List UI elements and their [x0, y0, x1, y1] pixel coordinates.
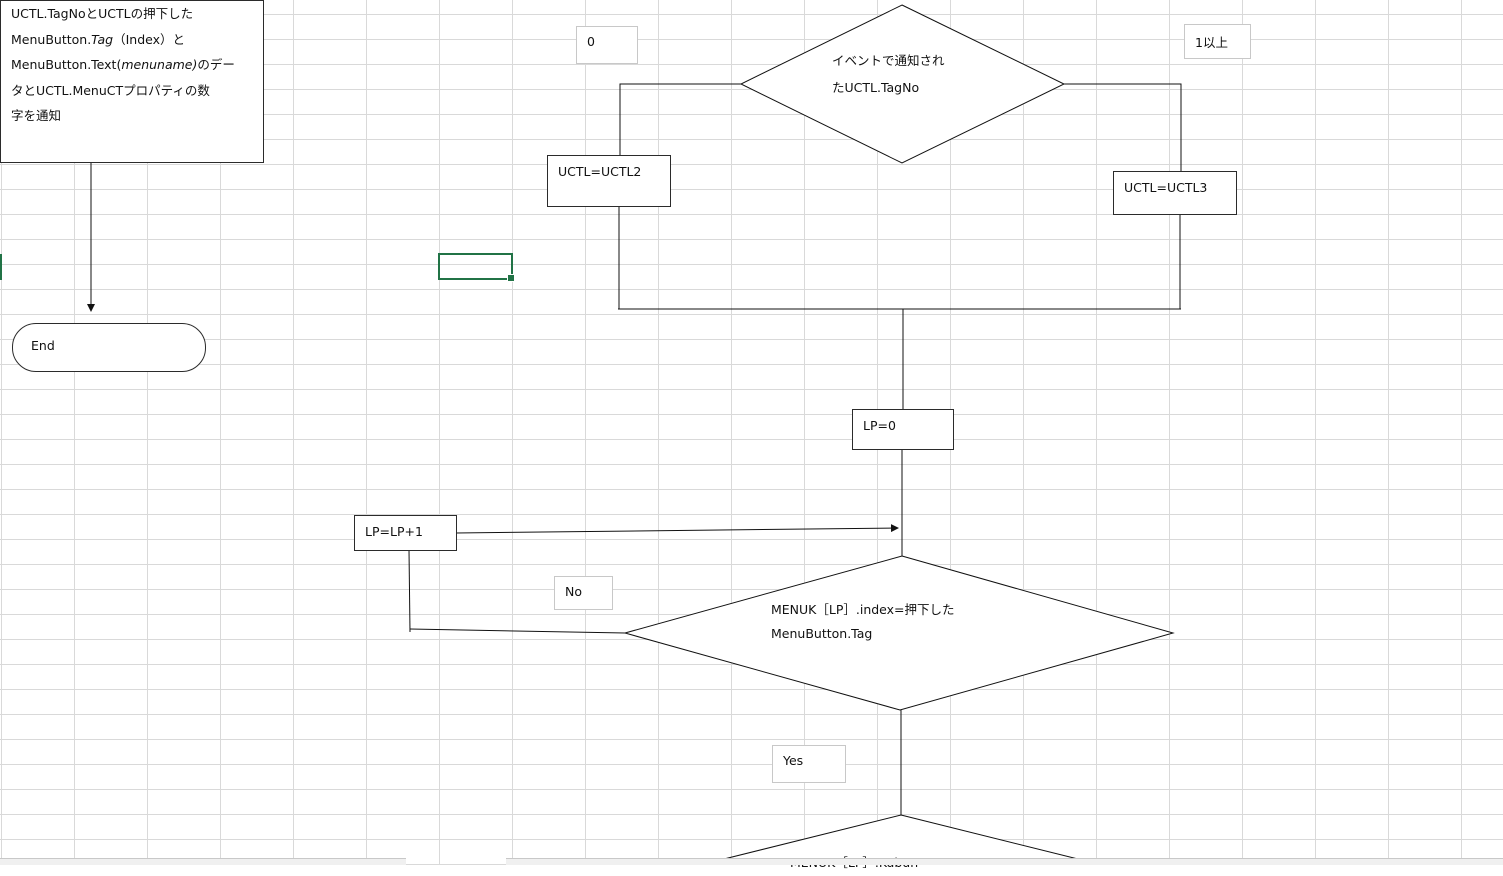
branch-label-zero[interactable]: 0	[576, 26, 638, 64]
branch-label-no[interactable]: No	[554, 576, 613, 610]
note-line-2: MenuButton.Tag（Index）と	[11, 31, 186, 47]
branch-label-yes[interactable]: Yes	[772, 745, 846, 783]
notify-process-box[interactable]: UCTL.TagNoとUCTLの押下した MenuButton.Tag（Inde…	[0, 0, 264, 163]
horizontal-scrollbar-left[interactable]	[0, 858, 406, 865]
decision-index-shape	[623, 555, 1175, 711]
note-line-3: MenuButton.Text(menuname)のデー	[11, 57, 235, 72]
active-row-marker	[0, 254, 2, 280]
connector-lp-increment-down	[408, 549, 411, 633]
branch-label-one-or-more[interactable]: 1以上	[1184, 24, 1251, 59]
note-line-4: タとUCTL.MenuCTプロパティの数	[11, 82, 210, 98]
end-label: End	[31, 338, 55, 353]
process-lp-init[interactable]: LP=0	[852, 409, 954, 450]
end-terminal[interactable]: End	[12, 323, 206, 372]
decision-tagno-text[interactable]: イベントで通知され たUCTL.TagNo	[832, 53, 945, 95]
process-uctl2[interactable]: UCTL=UCTL2	[547, 155, 671, 207]
connector-branch-zero	[619, 83, 741, 155]
connector-no-branch	[409, 628, 626, 634]
process-uctl3[interactable]: UCTL=UCTL3	[1113, 171, 1237, 215]
note-line-1: UCTL.TagNoとUCTLの押下した	[11, 6, 194, 21]
selected-cell[interactable]	[438, 253, 515, 282]
decision-index-text[interactable]: MENUK［LP］.index=押下した MenuButton.Tag	[771, 602, 955, 641]
decision-kubun-shape	[711, 814, 1091, 865]
decision-tagno-shape	[739, 4, 1066, 164]
fill-handle[interactable]	[507, 274, 515, 282]
horizontal-scrollbar-right[interactable]	[506, 858, 1503, 865]
connector-branch-one	[1064, 83, 1182, 171]
process-lp-increment[interactable]: LP=LP+1	[354, 515, 457, 551]
note-line-5: 字を通知	[11, 108, 62, 123]
connector-loop-return	[455, 524, 899, 534]
